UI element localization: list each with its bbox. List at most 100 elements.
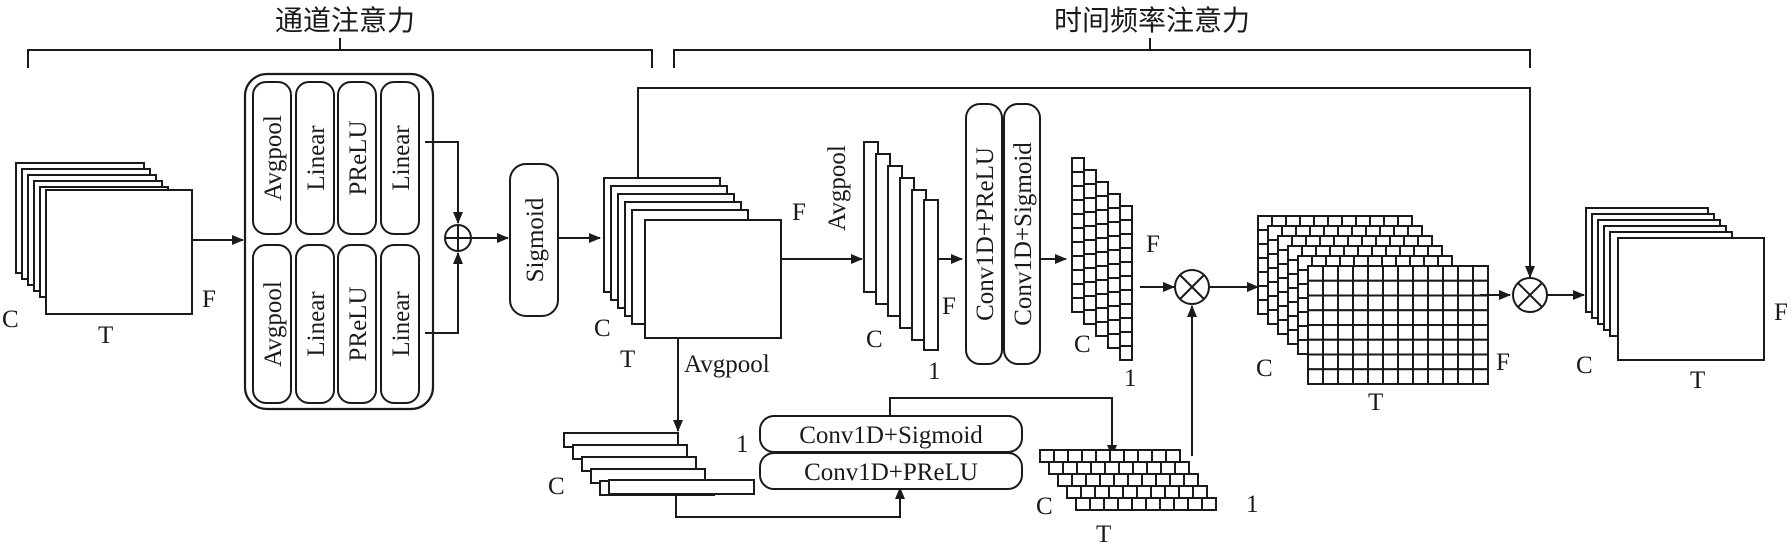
bottom-linear2-label: Linear: [388, 291, 415, 357]
grid-cell: [1442, 265, 1459, 282]
mid-c-label: C: [594, 315, 611, 342]
grid-cell: [1337, 294, 1354, 312]
freq-weight-cell: [1107, 305, 1121, 321]
time-weight-cell: [1136, 485, 1152, 499]
freq-weight-cell: [1119, 205, 1133, 221]
grid-cell: [1382, 353, 1399, 371]
freq-weight-cell: [1083, 253, 1097, 269]
freq-weight-cell: [1119, 247, 1133, 263]
grid-cell: [1352, 294, 1369, 312]
freq-weight-cell: [1095, 279, 1109, 295]
sigmoid-label: Sigmoid: [522, 197, 549, 282]
grid-c-label: C: [1256, 355, 1273, 382]
grid-cell: [1457, 279, 1474, 297]
grid-cell: [1322, 324, 1339, 341]
freq-f-label: F: [942, 293, 956, 320]
grid-cell: [1352, 309, 1369, 326]
freq-weight-cell: [1119, 233, 1133, 249]
add-operator: [444, 224, 472, 252]
freq-weight-cell: [1071, 199, 1085, 215]
output-f-label: F: [1774, 299, 1788, 326]
freq-conv-sigmoid-pill: [1003, 103, 1041, 365]
bottom-linear2-pill: [380, 244, 420, 404]
grid-cell: [1412, 324, 1429, 341]
time-weight-cell: [1183, 473, 1199, 487]
grid-cell: [1457, 309, 1474, 326]
grid-cell: [1382, 265, 1399, 282]
freq-weight-cell: [1107, 291, 1121, 307]
freq-pooled-stack: [863, 141, 939, 351]
grid-cell: [1472, 265, 1489, 282]
freq-weight-cell: [1107, 235, 1121, 251]
top-linear2-label: Linear: [388, 125, 415, 191]
time-weight-cell: [1057, 473, 1073, 487]
grid-cell: [1382, 279, 1399, 297]
grid-cell: [1442, 368, 1459, 385]
bottom-prelu-pill: [337, 244, 377, 404]
grid-cell: [1442, 309, 1459, 326]
grid-cell: [1382, 368, 1399, 385]
grid-cell: [1427, 353, 1444, 371]
freq-weight-cell: [1071, 255, 1085, 271]
grid-cell: [1427, 309, 1444, 326]
freq-weight-cell: [1071, 283, 1085, 299]
input-t-label: T: [98, 322, 113, 349]
grid-cell: [1397, 279, 1414, 297]
grid-t-label: T: [1368, 389, 1383, 416]
time-weight-cell: [1090, 461, 1106, 475]
freq-weight-cell: [1107, 207, 1121, 223]
bottom-avgpool-label: Avgpool: [260, 281, 287, 367]
grid-cell: [1352, 324, 1369, 341]
freq-weight-cell: [1107, 319, 1121, 335]
time-weight-cell: [1169, 473, 1185, 487]
time-pooled-stack: [563, 432, 755, 496]
channel-bottom-row: Avgpool Linear PReLU Linear: [252, 244, 420, 404]
arrow-bottom-to-add: [425, 252, 463, 334]
grid-cell: [1442, 324, 1459, 341]
grid-cell: [1367, 338, 1384, 356]
freq-weight-cell: [1083, 309, 1097, 325]
arrow-time-pooled-to-conv: [675, 487, 905, 518]
freq-weight-cell: [1071, 171, 1085, 187]
grid-cell: [1382, 294, 1399, 312]
freq-weight-cell: [1095, 307, 1109, 323]
time-weight-cell: [1151, 449, 1167, 463]
mid-tensor-stack: [603, 177, 782, 339]
grid-cell: [1427, 265, 1444, 282]
time-weight-cell: [1109, 449, 1125, 463]
freq-weight-cell: [1119, 289, 1133, 305]
top-avgpool-pill: [252, 81, 292, 235]
grid-cell: [1442, 353, 1459, 371]
time-weight-cell: [1094, 485, 1110, 499]
grid-cell: [1472, 324, 1489, 341]
sigmoid-pill: [509, 163, 559, 317]
freq-weight-cell: [1083, 295, 1097, 311]
grid-cell: [1337, 324, 1354, 341]
input-c-label: C: [2, 306, 19, 333]
freq-weights-c-label: C: [1074, 331, 1091, 358]
skip-connection-arrow: [637, 87, 1535, 278]
freq-weight-cell: [1119, 345, 1133, 361]
mid-t-label: T: [620, 346, 635, 373]
time-weight-cell: [1081, 449, 1097, 463]
top-linear-pill: [295, 81, 335, 235]
freq-weight-cell: [1095, 251, 1109, 267]
freq-conv-prelu-pill: [965, 103, 1003, 365]
time-weight-cell: [1137, 449, 1153, 463]
arrow-time-conv-to-weights: [889, 397, 1117, 457]
freq-weight-cell: [1083, 267, 1097, 283]
freq-weight-cell: [1071, 227, 1085, 243]
time-weight-cell: [1145, 497, 1161, 511]
freq-avgpool-label: Avgpool: [824, 145, 851, 231]
grid-cell: [1337, 265, 1354, 282]
freq-weight-cell: [1107, 221, 1121, 237]
time-weight-cell: [1173, 497, 1189, 511]
grid-cell: [1337, 353, 1354, 371]
channel-attention-title: 通道注意力: [275, 4, 415, 37]
freq-weight-cell: [1071, 157, 1085, 173]
time-weight-cell: [1066, 485, 1082, 499]
bottom-linear-label: Linear: [303, 291, 330, 357]
grid-cell: [1322, 338, 1339, 356]
freq-weight-cell: [1119, 331, 1133, 347]
